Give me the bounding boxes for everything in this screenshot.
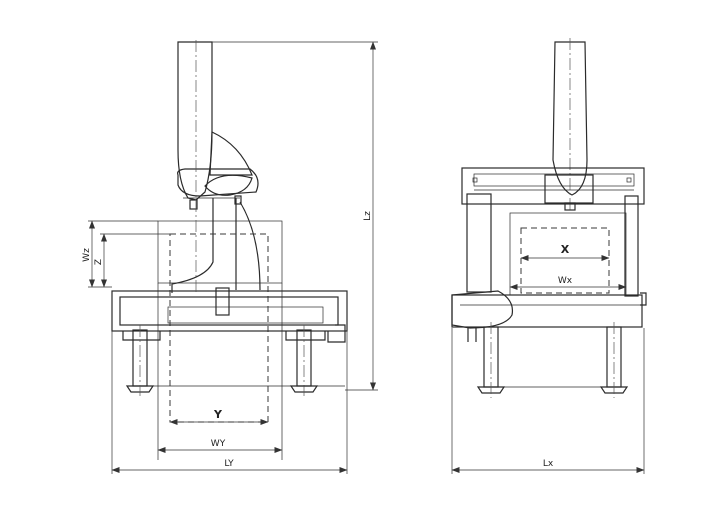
front-left-leg bbox=[466, 193, 492, 293]
ly-label: LY bbox=[224, 459, 234, 469]
front-right-leg bbox=[624, 195, 639, 297]
lz-label: Lz bbox=[363, 211, 373, 221]
side-view: Wz Z Y WY LY Lz bbox=[82, 40, 378, 474]
front-legs bbox=[467, 322, 629, 398]
side-carriage bbox=[177, 131, 259, 210]
side-outer-box bbox=[157, 220, 283, 284]
x-label: X bbox=[561, 243, 570, 256]
side-table bbox=[111, 287, 348, 343]
front-column bbox=[552, 38, 588, 210]
lx-label: Lx bbox=[543, 459, 554, 469]
side-dimensions bbox=[88, 41, 378, 474]
side-measuring-box bbox=[169, 233, 269, 423]
front-dimensions bbox=[451, 255, 645, 474]
front-bridge-beam bbox=[461, 167, 645, 211]
y-label: Y bbox=[213, 408, 223, 421]
z-label: Z bbox=[94, 259, 104, 265]
side-column bbox=[177, 41, 213, 201]
side-legs bbox=[125, 325, 319, 396]
front-table bbox=[451, 290, 647, 329]
side-probe-arm bbox=[171, 198, 261, 293]
wx-label: Wx bbox=[558, 276, 573, 286]
front-view: X Wx Lx bbox=[451, 38, 647, 474]
wz-label: Wz bbox=[82, 248, 92, 262]
wy-label: WY bbox=[211, 439, 226, 449]
